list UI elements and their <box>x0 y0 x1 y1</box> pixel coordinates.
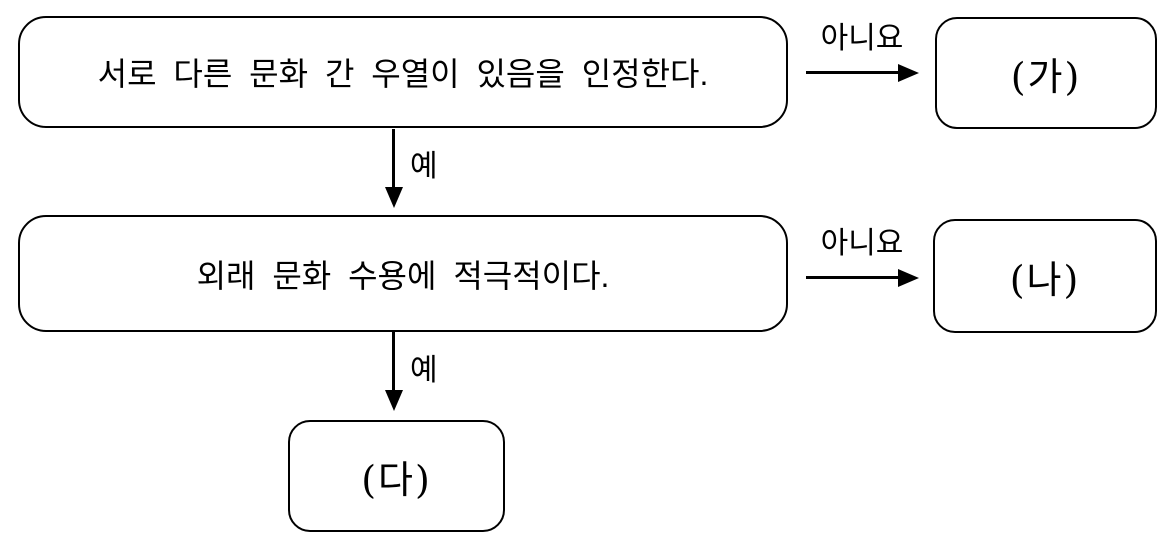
node-result-na: (나) <box>933 219 1157 333</box>
node-result-da: (다) <box>288 420 505 532</box>
edge-label-yes-1: 예 <box>410 150 438 183</box>
edge-label-yes-2: 예 <box>410 354 438 387</box>
result-ga-label: (가) <box>1010 54 1082 99</box>
down-arrow-icon-1 <box>392 129 395 187</box>
right-arrow-icon-2 <box>806 276 898 279</box>
edge-label-no-1: 아니요 <box>820 22 904 55</box>
node-question-2: 외래 문화 수용에 적극적이다. <box>18 215 788 332</box>
right-arrow-icon-1 <box>806 71 898 74</box>
down-arrow-icon-2 <box>392 332 395 390</box>
edge-label-no-2: 아니요 <box>820 227 904 260</box>
result-da-label: (다) <box>361 457 432 502</box>
result-na-label: (나) <box>1009 257 1081 302</box>
node-result-ga: (가) <box>935 17 1157 129</box>
question-1-text: 서로 다른 문화 간 우열이 있음을 인정한다. <box>97 56 709 92</box>
question-2-text: 외래 문화 수용에 적극적이다. <box>196 257 610 294</box>
node-question-1: 서로 다른 문화 간 우열이 있음을 인정한다. <box>18 16 788 128</box>
